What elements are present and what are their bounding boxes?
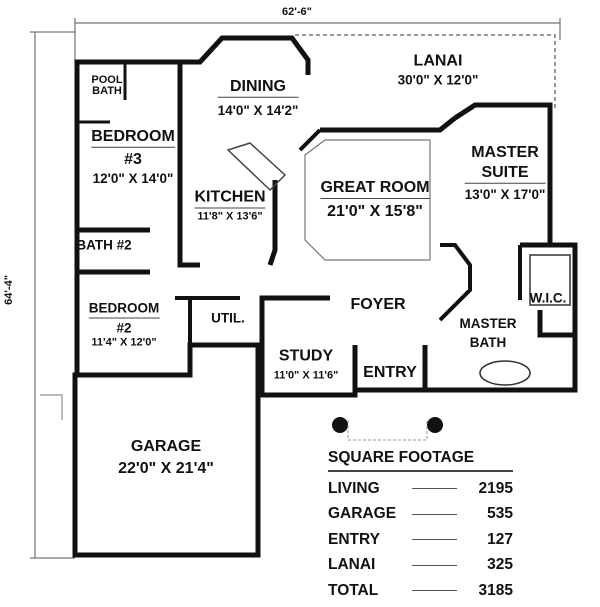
room-size: 21'0" X 15'8": [327, 203, 423, 220]
porch-column: [427, 417, 443, 433]
room-name: SUITE: [464, 164, 546, 184]
room-size: 14'0" X 14'2": [217, 102, 299, 118]
room-garage: GARAGE 22'0" X 21'4": [118, 439, 214, 477]
depth-dimension: 64'-4": [2, 275, 15, 305]
room-name: POOL: [91, 74, 123, 86]
room-name: GARAGE: [130, 438, 202, 455]
room-entry: ENTRY: [363, 364, 417, 381]
room-size: 11'8" X 13'6": [197, 210, 263, 223]
room-name: STUDY: [278, 347, 334, 365]
room-size: 30'0" X 12'0": [397, 72, 479, 88]
walls: [72, 35, 578, 558]
room-name: LANAI: [413, 52, 463, 70]
room-study: STUDY 11'0" X 11'6": [273, 347, 339, 382]
room-name: BEDROOM: [91, 128, 175, 148]
porch-outline: [347, 420, 428, 441]
sqft-row: ENTRY 127: [328, 527, 513, 553]
sqft-row: LANAI 325: [328, 553, 513, 579]
room-size: 13'0" X 17'0": [464, 186, 546, 202]
room-lanai: LANAI 30'0" X 12'0": [398, 53, 479, 87]
garage-side-door: [40, 394, 63, 420]
room-bedroom-3: BEDROOM #3 12'0" X 14'0": [91, 128, 175, 186]
sqft-value: 325: [487, 556, 513, 574]
sqft-row: GARAGE 535: [328, 502, 513, 528]
leader-line: [412, 513, 457, 515]
sqft-value: 535: [487, 505, 513, 523]
width-dimension: 62'-6": [282, 6, 312, 18]
sqft-label: LIVING: [328, 479, 380, 497]
leader-line: [412, 590, 457, 592]
sqft-label: LANAI: [328, 556, 376, 574]
room-name: MASTER: [471, 143, 539, 161]
room-master-suite: MASTER SUITE 13'0" X 17'0": [464, 143, 546, 202]
sqft-value: 127: [487, 530, 513, 548]
room-master-bath: MASTER BATH: [460, 317, 517, 349]
sqft-value: 3185: [478, 581, 513, 599]
sqft-row: TOTAL 3185: [328, 578, 513, 604]
room-great-room: GREAT ROOM 21'0" X 15'8": [320, 180, 430, 220]
room-number: #3: [124, 150, 142, 168]
square-footage-table: SQUARE FOOTAGE LIVING 2195 GARAGE 535 ENTR…: [328, 449, 513, 604]
room-wic: W.I.C.: [529, 290, 567, 306]
room-name: BATH: [469, 334, 507, 350]
room-name: MASTER: [459, 316, 517, 331]
lanai-outline: [295, 34, 556, 110]
room-foyer: FOYER: [350, 296, 406, 313]
kitchen-island: [226, 142, 287, 192]
sqft-value: 2195: [478, 479, 513, 497]
room-pool-bath: POOL BATH: [91, 75, 122, 97]
leader-line: [412, 539, 457, 541]
sqft-label: TOTAL: [328, 581, 379, 599]
bathtub: [479, 360, 531, 386]
room-name: BEDROOM: [88, 301, 160, 318]
sqft-label: ENTRY: [328, 530, 380, 548]
leader-line: [412, 564, 457, 566]
sqft-row: LIVING 2195: [328, 476, 513, 502]
room-kitchen: KITCHEN 11'8" X 13'6": [194, 189, 266, 223]
room-number: #2: [116, 320, 132, 335]
closet-shelf: [529, 254, 571, 306]
room-name: DINING: [217, 78, 299, 98]
room-size: 12'0" X 14'0": [92, 170, 174, 186]
room-size: 11'0" X 11'6": [273, 369, 339, 382]
room-name: GREAT ROOM: [320, 180, 430, 199]
room-size: 11'4" X 12'0": [91, 336, 157, 349]
room-util: UTIL.: [211, 310, 245, 326]
leader-line: [412, 488, 457, 490]
room-bath-2: BATH #2: [76, 237, 132, 253]
room-bedroom-2: BEDROOM #2 11'4" X 12'0": [88, 301, 160, 349]
room-size: 22'0" X 21'4": [118, 460, 214, 477]
square-footage-title: SQUARE FOOTAGE: [328, 449, 513, 472]
porch-column: [332, 417, 348, 433]
sqft-label: GARAGE: [328, 505, 397, 523]
room-name: BATH: [92, 85, 122, 97]
room-name: KITCHEN: [194, 189, 266, 209]
room-dining: DINING 14'0" X 14'2": [217, 78, 299, 118]
great-room-soffit: [304, 139, 431, 261]
dimension-lines: [30, 18, 561, 559]
